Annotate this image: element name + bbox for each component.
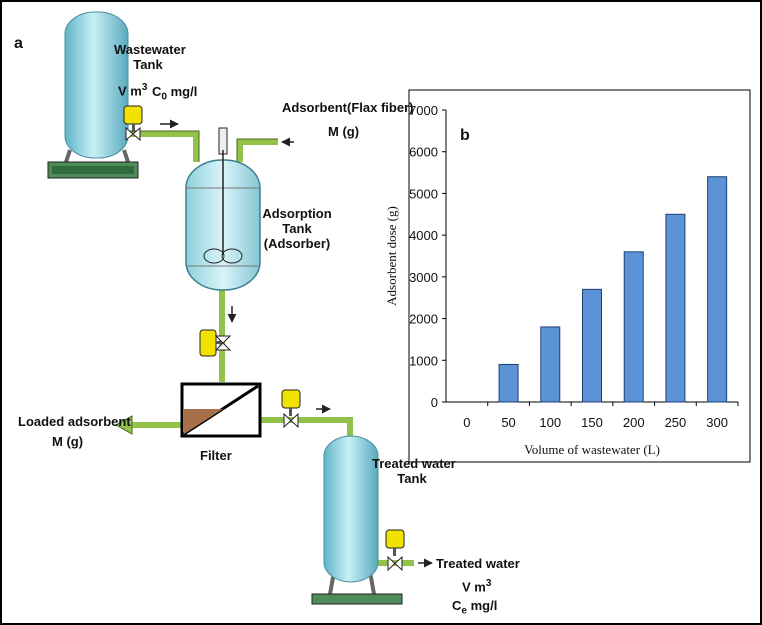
treated-tank-base [311,593,403,605]
adsorption-tank-label-line2: Tank [282,221,312,236]
y-axis-title: Adsorbent dose (g) [384,206,399,306]
c0-label: C0 mg/l [152,84,197,105]
x-tick-label: 200 [623,415,645,430]
bar [582,288,602,403]
valve-filter-outlet [281,389,301,429]
treated-water-tank [311,435,403,605]
filter-label: Filter [200,448,232,463]
bar [540,326,561,403]
y-tick-label: 0 [431,395,438,410]
stirrer-impeller-left [203,248,225,264]
flow-arrows [160,119,433,568]
adsorption-tank-label: Adsorption Tank (Adsorber) [256,206,338,251]
ce-text: C [452,598,462,613]
adsorption-tank [185,127,261,291]
y-tick-label: 5000 [409,186,438,201]
c0-sub: 0 [161,91,167,103]
valve-adsorber-outlet [199,329,232,357]
x-axis-title: Volume of wastewater (L) [524,442,660,457]
adsorbent-mass-label: M (g) [328,124,360,139]
y-tick-label: 2000 [409,312,438,327]
wastewater-volume-sup: 3 [141,82,148,93]
x-tick-label: 150 [581,415,603,430]
chart-panel [408,89,751,463]
x-tick-label: 100 [539,415,561,430]
wastewater-tank-label: Wastewater Tank [114,42,186,72]
bar [707,176,728,403]
bar [623,251,644,403]
pipe-adsorbent-inlet [237,139,278,162]
bar [665,213,686,403]
panel-label-b: b [460,127,470,144]
bar [498,363,519,403]
pipe-filter-to-treated-tank [260,417,353,438]
adsorbent-dose-chart: 0 1000 2000 3000 4000 5000 6000 7000 0 50 100 150 20… [384,103,739,457]
treated-volume-sup: 3 [485,578,492,589]
y-tick-label: 1000 [409,353,438,368]
treated-tank-label-line1: Treated water [372,456,456,471]
valve-wastewater [123,105,143,142]
ce-label: Ce mg/l [452,598,497,619]
adsorbent-label: Adsorbent(Flax fiber) [282,100,414,115]
y-tick-label: 7000 [409,103,438,118]
wastewater-tank-label-line1: Wastewater [114,42,186,57]
x-tick-label: 0 [463,415,470,430]
x-tick-label: 300 [706,415,728,430]
x-tick-label: 50 [501,415,515,430]
x-tick-label: 250 [665,415,687,430]
adsorption-tank-label-line1: Adsorption [262,206,332,221]
treated-water-label: Treated water [436,556,520,571]
y-tick-label: 4000 [409,228,438,243]
valve-treated-outlet [385,529,405,572]
y-tick-label: 6000 [409,145,438,160]
wastewater-tank-label-line2: Tank [133,57,163,72]
loaded-adsorbent-label: Loaded adsorbent [18,414,131,429]
wastewater-volume-text: V m [118,83,142,99]
stirrer-impeller-right [221,248,243,264]
adsorption-tank-label-line3: (Adsorber) [263,236,331,251]
c0-unit: mg/l [170,84,198,99]
filter [180,382,262,438]
wastewater-volume-label: V m3 [118,80,147,98]
c0-text: C [152,84,162,99]
treated-volume-label: V m3 [462,576,491,594]
treated-volume-text: V m [462,579,486,595]
ce-sub: e [461,605,467,617]
panel-label-a: a [14,35,23,52]
treated-tank-label: Treated water Tank [372,456,456,486]
wastewater-tank [47,11,139,179]
loaded-mass-label: M (g) [52,434,84,449]
loaded-adsorbent-arrowhead [114,415,133,435]
treated-tank-label-line2: Tank [397,471,427,486]
ce-unit: mg/l [470,598,498,613]
y-tick-label: 3000 [409,270,438,285]
